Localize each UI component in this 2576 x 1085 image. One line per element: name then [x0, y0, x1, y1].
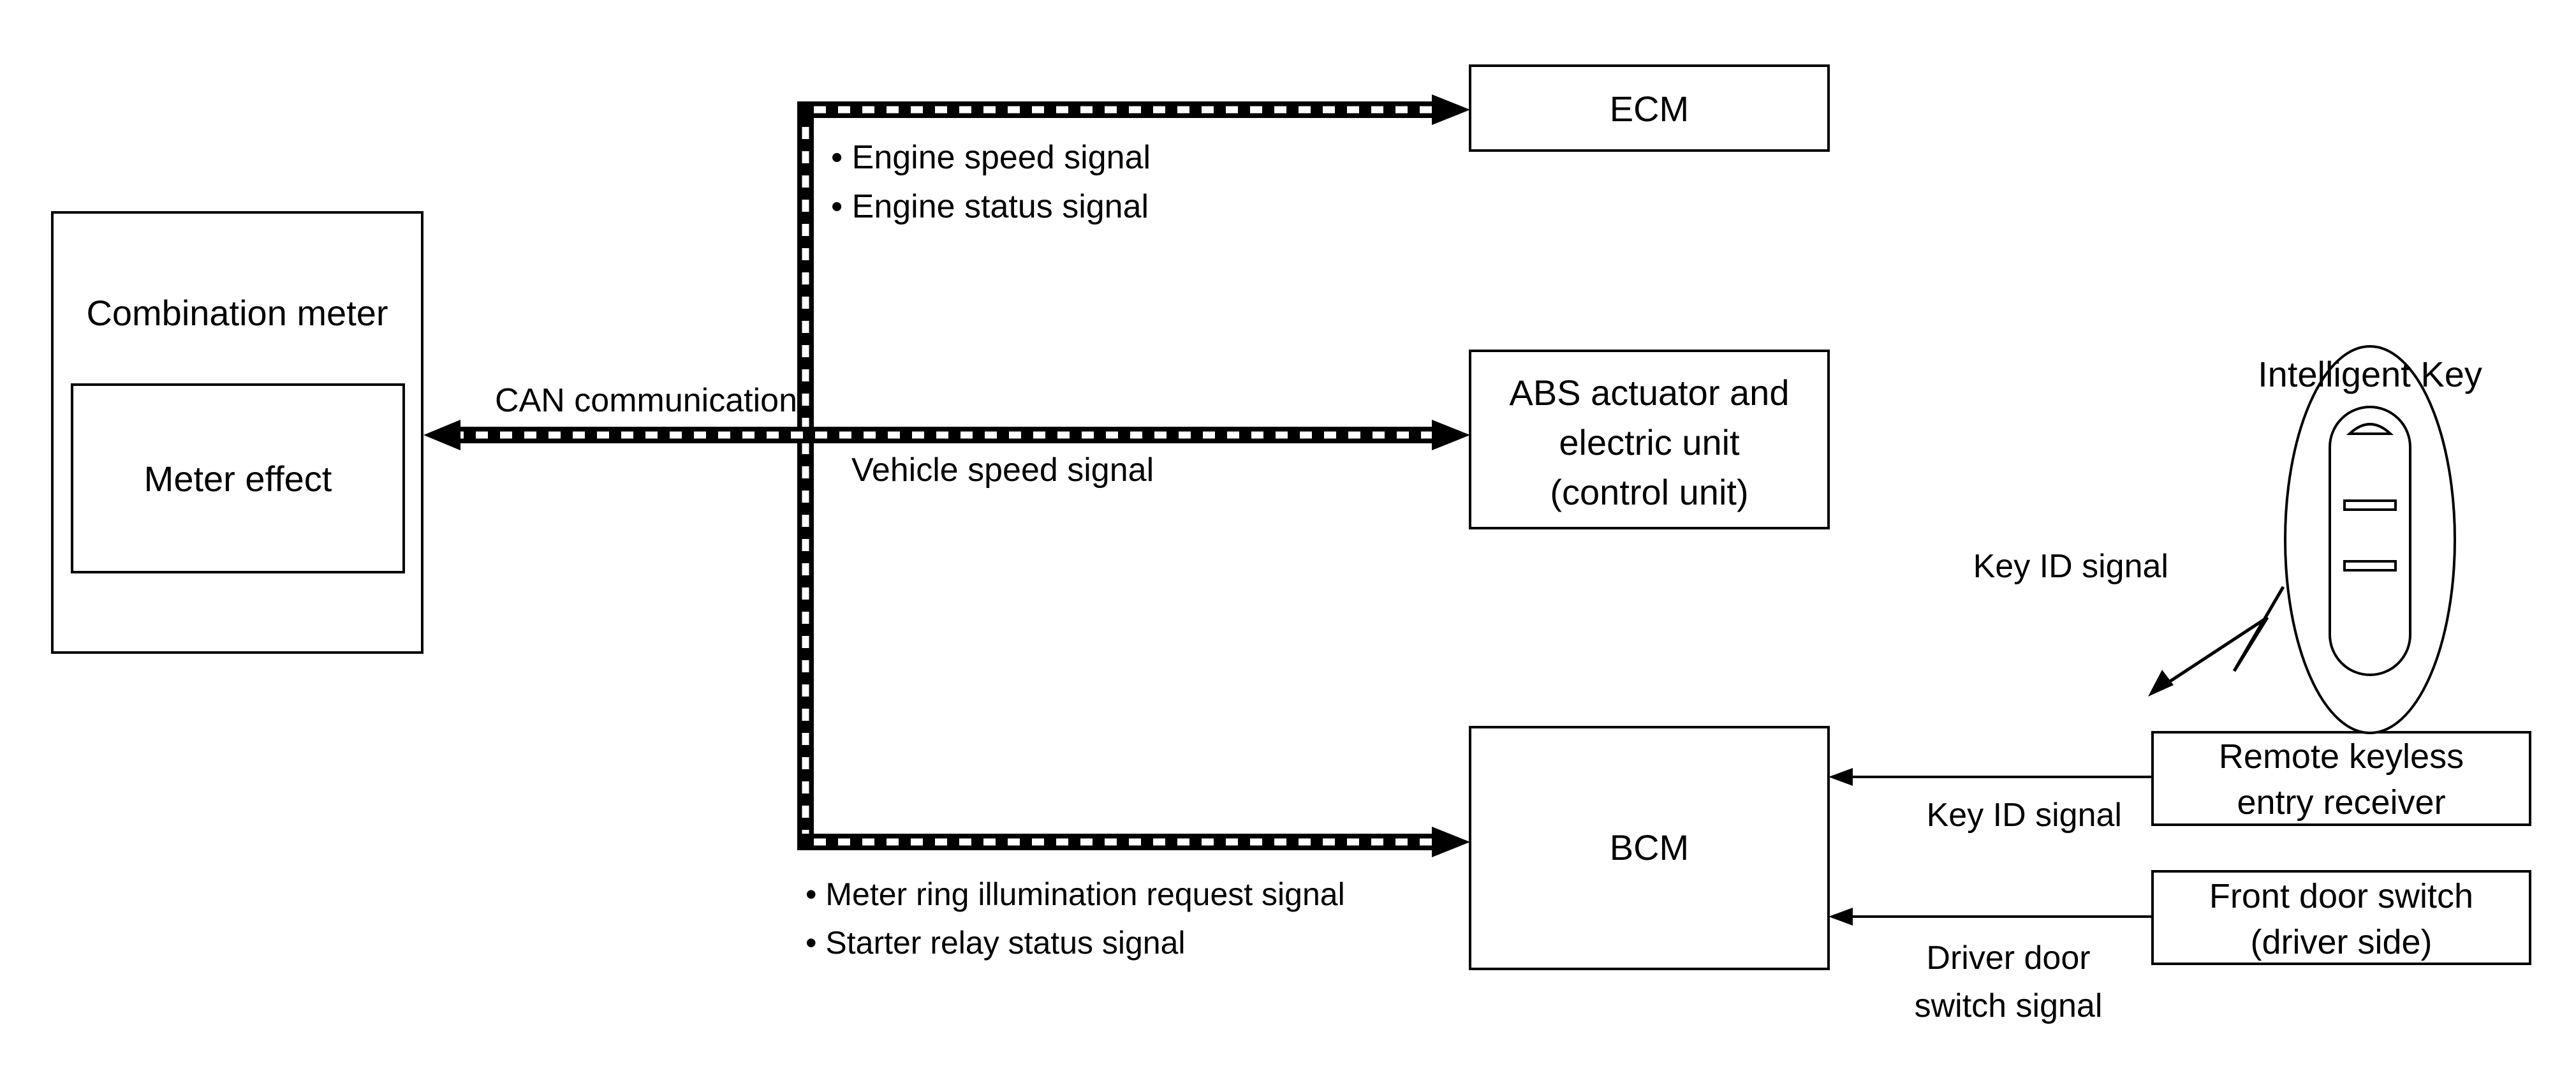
abs-actuator-label-line2: electric unit	[1559, 422, 1740, 462]
receiver-label-line2: entry receiver	[2237, 783, 2445, 822]
bcm-label: BCM	[1610, 827, 1689, 867]
ecm-label: ECM	[1610, 89, 1689, 129]
can-bus	[452, 101, 1434, 850]
bcm-signal-starter-relay: • Starter relay status signal	[806, 925, 1186, 961]
bcm-signal-meter-ring: • Meter ring illumination request signal	[806, 876, 1345, 912]
vehicle-speed-signal-label: Vehicle speed signal	[851, 452, 1154, 489]
abs-actuator-box	[1469, 350, 1830, 529]
bcm-block: BCM	[1469, 726, 1830, 970]
driver-door-arrowhead	[1829, 908, 1853, 926]
driver-door-signal-line1: Driver door	[1926, 940, 2090, 977]
ecm-box	[1469, 64, 1830, 152]
meter-effect-label: Meter effect	[144, 459, 332, 499]
driver-door-wire	[1829, 908, 2153, 926]
meter-effect-box	[71, 383, 405, 573]
can-communication-label: CAN communication	[495, 382, 797, 419]
receiver-label-line1: Remote keyless	[2219, 737, 2464, 776]
door-switch-label-line2: (driver side)	[2250, 923, 2432, 961]
key-id-wireless-label: Key ID signal	[1973, 548, 2168, 585]
combination-meter-block: Combination meter Meter effect	[51, 211, 423, 654]
bcm-arrowhead	[1432, 827, 1470, 857]
abs-arrowhead	[1432, 420, 1470, 450]
ecm-arrowhead	[1432, 94, 1470, 125]
ecm-block: ECM	[1469, 64, 1830, 152]
abs-actuator-label-line1: ABS actuator and	[1510, 373, 1790, 413]
wireless-signal-icon	[2148, 586, 2285, 697]
key-id-arrowhead	[1829, 768, 1853, 786]
combination-meter-label: Combination meter	[86, 293, 388, 333]
bcm-box	[1469, 726, 1830, 970]
remote-keyless-receiver-block: Remote keyless entry receiver	[2151, 731, 2531, 826]
abs-actuator-label-line3: (control unit)	[1550, 472, 1748, 512]
receiver-box	[2151, 731, 2531, 826]
key-id-wire	[1829, 768, 2153, 786]
key-id-wired-label: Key ID signal	[1927, 797, 2122, 834]
front-door-switch-block: Front door switch (driver side)	[2151, 870, 2531, 965]
driver-door-signal-line2: switch signal	[1915, 987, 2103, 1024]
door-switch-box	[2151, 870, 2531, 965]
intelligent-key-icon	[2284, 345, 2456, 734]
ecm-signal-engine-status: • Engine status signal	[831, 188, 1149, 225]
intelligent-key-label: Intelligent Key	[2258, 354, 2482, 394]
ecm-signal-engine-speed: • Engine speed signal	[831, 139, 1151, 176]
meter-arrowhead	[423, 420, 460, 450]
door-switch-label-line1: Front door switch	[2209, 877, 2473, 915]
abs-actuator-block: ABS actuator and electric unit (control …	[1469, 350, 1830, 529]
